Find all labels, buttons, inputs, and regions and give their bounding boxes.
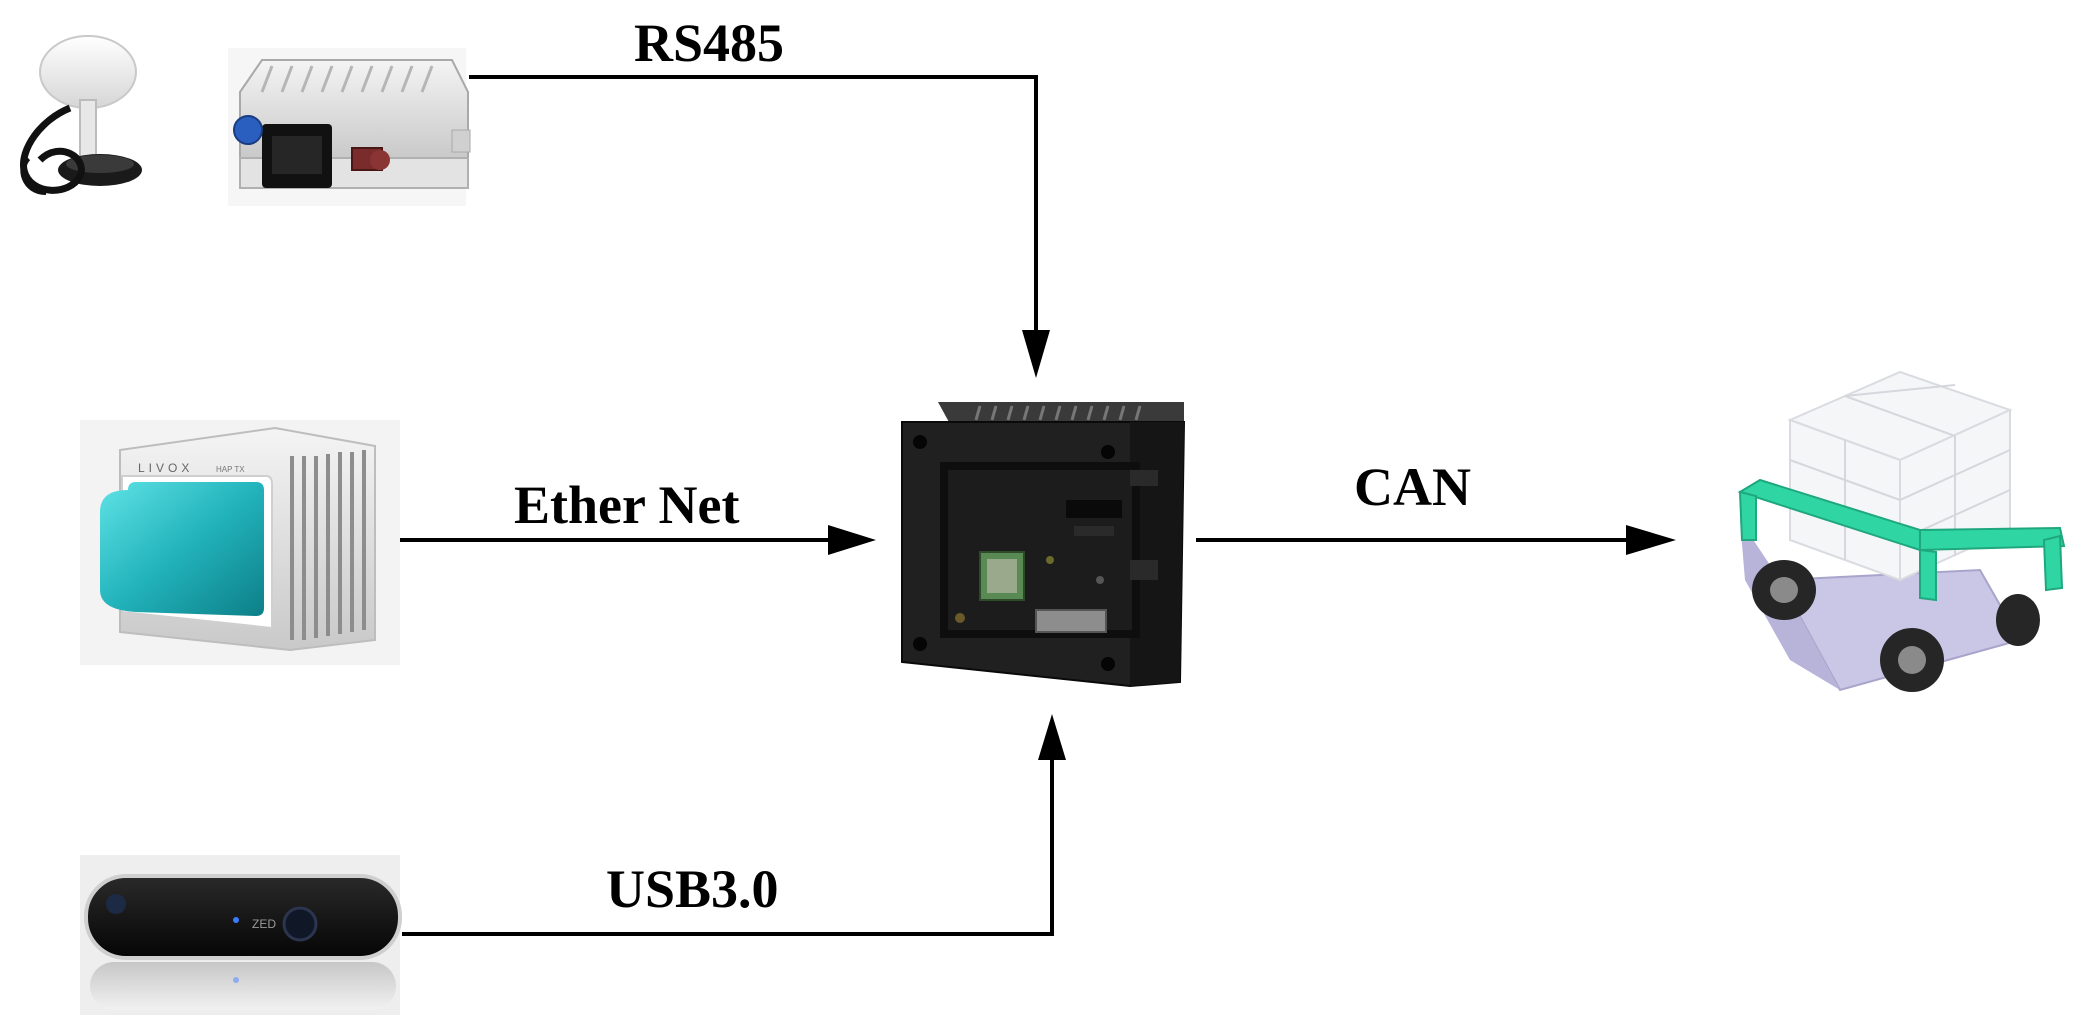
gnss-antenna-icon	[20, 35, 142, 195]
ethernet-connection	[400, 525, 876, 555]
transport-vehicle-icon	[1737, 370, 2066, 692]
lidar-model-text: HAP TX	[216, 465, 245, 474]
rs485-connection	[469, 75, 1050, 378]
rs485-label: RS485	[634, 13, 785, 73]
lidar-icon: LIVOX HAP TX	[80, 420, 400, 665]
can-arrowhead	[1626, 525, 1676, 555]
rs485-arrowhead	[1022, 330, 1050, 378]
can-label: CAN	[1354, 457, 1471, 517]
ethernet-arrowhead	[828, 525, 876, 555]
camera-brand-text: ZED	[252, 917, 276, 931]
gnss-receiver-icon	[228, 48, 471, 206]
embedded-computer-icon	[901, 402, 1186, 688]
usb-label: USB3.0	[606, 859, 779, 919]
usb-arrowhead	[1038, 714, 1066, 760]
lidar-brand-text: LIVOX	[138, 461, 193, 475]
ethernet-label: Ether Net	[514, 475, 740, 535]
can-connection	[1196, 525, 1676, 555]
stereo-camera-icon: ZED	[80, 855, 402, 1015]
usb-connection	[402, 714, 1066, 936]
